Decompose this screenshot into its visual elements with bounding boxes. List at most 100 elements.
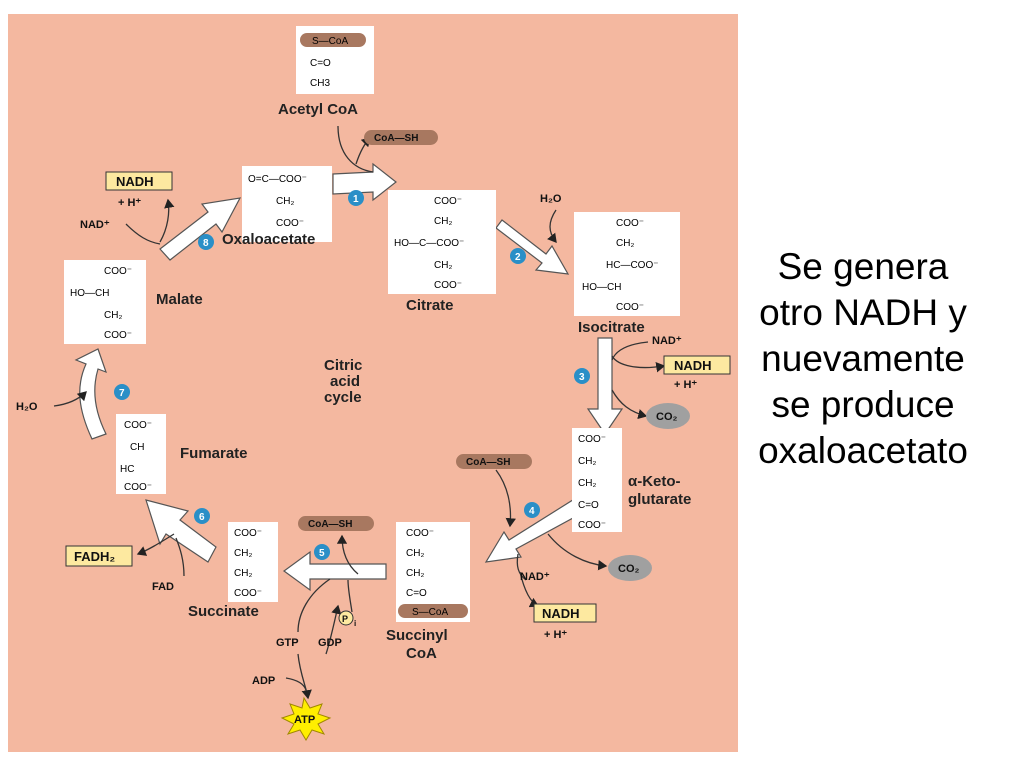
citrate-formula-1: COO⁻ [434, 196, 462, 207]
co2-oval-3 [646, 403, 690, 429]
akg-formula-5: COO⁻ [578, 520, 606, 531]
malate-formula-1: COO⁻ [104, 266, 132, 277]
caption-line-4: se produce [771, 384, 955, 425]
acetyl-coa-scoa-pill [300, 33, 366, 47]
coash-pill-1 [364, 130, 438, 145]
step-arrow-7 [74, 348, 107, 440]
oxaloacetate-formula-1: O=C—COO⁻ [248, 174, 307, 185]
svg-text:1: 1 [353, 194, 359, 205]
acetyl-coa-formula-2: C=O [310, 58, 331, 69]
isocitrate-formula-1: COO⁻ [616, 218, 644, 229]
citrate-formula-5: COO⁻ [434, 280, 462, 291]
atp-star [280, 696, 332, 741]
citric-acid-cycle-diagram: S—CoA C=O CH3 Acetyl CoA COO⁻ CH₂ HO—C—C… [16, 26, 731, 741]
citrate-label: Citrate [406, 297, 454, 314]
svg-text:5: 5 [319, 548, 325, 559]
nadh-out-arrow-3 [611, 355, 666, 373]
malate-formula-2: HO—CH [70, 288, 109, 299]
h-label-3: + H⁺ [674, 379, 697, 391]
fad-label: FAD [152, 581, 174, 593]
svg-text:3: 3 [579, 372, 585, 383]
coash-out-arrow-5 [336, 534, 359, 575]
step-4: 4 [524, 502, 540, 518]
malate-formula-4: COO⁻ [104, 330, 132, 341]
nad-in-arrow-4 [516, 553, 527, 581]
coash-label-1: CoA—SH [374, 133, 418, 144]
akg-formula-1: COO⁻ [578, 434, 606, 445]
caption-line-1: Se genera [777, 246, 949, 287]
oxaloacetate-formula-2: CH₂ [276, 196, 294, 207]
caption-text: Se genera otro NADH y nuevamente se prod… [728, 244, 998, 474]
svg-text:6: 6 [199, 512, 205, 523]
oxaloacetate-box [242, 166, 332, 242]
isocitrate-formula-4: HO—CH [582, 282, 621, 293]
nadh-label-3: NADH [674, 358, 712, 373]
succinate-formula-2: CH₂ [234, 548, 252, 559]
succinyl-coa-formula-4: C=O [406, 588, 427, 599]
nad-in-arrow-3 [611, 341, 649, 361]
acetyl-coa-formula-3: CH3 [310, 78, 330, 89]
succinate-label: Succinate [188, 603, 259, 620]
coash-label-5: CoA—SH [308, 519, 352, 530]
step-arrow-6 [145, 499, 217, 563]
step-7: 7 [114, 384, 130, 400]
center-label-1: Citric [324, 357, 362, 374]
akg-formula-4: C=O [578, 500, 599, 511]
akg-formula-3: CH₂ [578, 478, 596, 489]
gtp-label: GTP [276, 637, 299, 649]
center-label-2: acid [330, 373, 360, 390]
co2-label-3: CO₂ [656, 411, 678, 423]
citrate-formula-4: CH₂ [434, 260, 452, 271]
caption-line-5: oxaloacetato [758, 430, 968, 471]
oxaloacetate-formula-3: COO⁻ [276, 218, 304, 229]
malate-label: Malate [156, 291, 203, 308]
caption-line-3: nuevamente [761, 338, 965, 379]
nadh-box-3 [663, 355, 731, 375]
nadh-label-4: NADH [542, 606, 580, 621]
fumarate-formula-1: COO⁻ [124, 420, 152, 431]
fumarate-formula-2: CH [130, 442, 144, 453]
step-6: 6 [194, 508, 210, 524]
succinyl-coa-label-1: Succinyl [386, 627, 448, 644]
h2o-label-7: H₂O [16, 401, 38, 413]
succinyl-coa-formula-3: CH₂ [406, 568, 424, 579]
atp-label: ATP [294, 714, 315, 726]
citrate-formula-3: HO—C—COO⁻ [394, 238, 464, 249]
nadh-label-8: NADH [116, 174, 154, 189]
co2-out-arrow-3 [611, 389, 648, 420]
succinyl-coa-formula-2: CH₂ [406, 548, 424, 559]
fadh2-out-arrow [136, 533, 175, 556]
step-arrow-1 [332, 162, 397, 202]
h2o-in-arrow-7 [53, 391, 87, 407]
step-8: 8 [198, 234, 214, 250]
fadh2-box [65, 545, 133, 567]
co2-oval-4 [608, 555, 652, 581]
gdp-return-arrow [325, 604, 342, 655]
pi-label: P [342, 614, 348, 624]
isocitrate-formula-2: CH₂ [616, 238, 634, 249]
nadh-out-arrow-8 [159, 198, 175, 243]
step-5: 5 [314, 544, 330, 560]
succinyl-coa-formula-1: COO⁻ [406, 528, 434, 539]
nad-label-8: NAD⁺ [80, 219, 110, 231]
step-arrow-8 [159, 197, 242, 261]
malate-formula-3: CH₂ [104, 310, 122, 321]
isocitrate-formula-3: HC—COO⁻ [606, 260, 659, 271]
succinate-box [228, 522, 278, 602]
pi-subscript: i [354, 619, 356, 628]
adp-in-arrow [285, 677, 307, 691]
h-label-4: + H⁺ [544, 629, 567, 641]
step-arrow-2 [495, 219, 570, 275]
h-label-8: + H⁺ [118, 197, 141, 209]
svg-text:8: 8 [203, 238, 209, 249]
coash-pill-5 [298, 516, 374, 531]
coash-pill-4 [456, 454, 532, 469]
isocitrate-formula-5: COO⁻ [616, 302, 644, 313]
citrate-formula-2: CH₂ [434, 216, 452, 227]
acetyl-coa-label: Acetyl CoA [278, 101, 358, 118]
succinate-formula-4: COO⁻ [234, 588, 262, 599]
nad-in-arrow-8 [125, 223, 161, 245]
fumarate-formula-4: COO⁻ [124, 482, 152, 493]
succinyl-coa-label-2: CoA [406, 645, 437, 662]
nad-label-3: NAD⁺ [652, 335, 682, 347]
